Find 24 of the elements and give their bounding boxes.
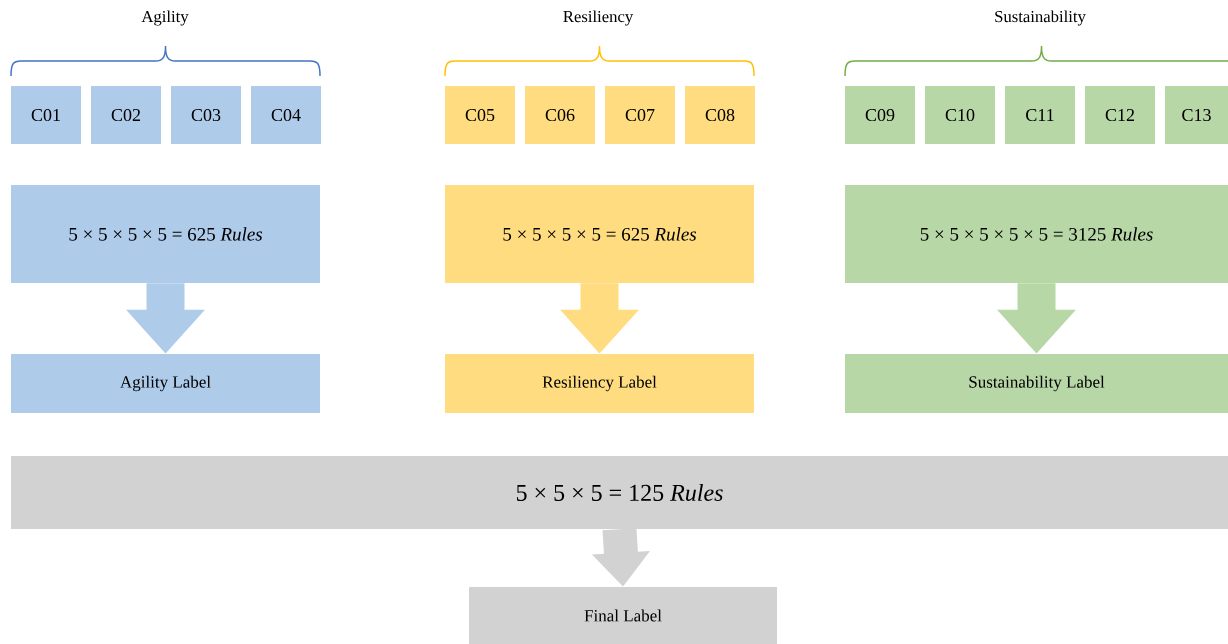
criterion-box: C13	[1165, 86, 1228, 144]
criterion-box: C09	[845, 86, 915, 144]
rules-box: 5 × 5 × 5 × 5 = 625 Rules	[11, 185, 320, 283]
criterion-box: C02	[91, 86, 161, 144]
label-box: Resiliency Label	[445, 354, 754, 413]
label-box: Agility Label	[11, 354, 320, 413]
rules-box: 5 × 5 × 5 × 5 × 5 = 3125 Rules	[845, 185, 1228, 283]
criterion-box: C10	[925, 86, 995, 144]
group-heading: Sustainability	[995, 10, 1086, 26]
criterion-box: C11	[1005, 86, 1075, 144]
label-box: Final Label	[469, 587, 777, 644]
rules-box: 5 × 5 × 5 × 5 = 625 Rules	[445, 185, 754, 283]
group-heading: Resiliency	[563, 10, 634, 26]
group-heading: Agility	[141, 10, 189, 26]
rules-box: 5 × 5 × 5 = 125 Rules	[11, 456, 1228, 529]
label-box: Sustainability Label	[845, 354, 1228, 413]
criterion-box: C08	[685, 86, 755, 144]
criterion-box: C06	[525, 86, 595, 144]
criterion-box: C12	[1085, 86, 1155, 144]
criterion-box: C05	[445, 86, 515, 144]
criterion-box: C01	[11, 86, 81, 144]
criterion-box: C07	[605, 86, 675, 144]
criterion-box: C04	[251, 86, 321, 144]
criterion-box: C03	[171, 86, 241, 144]
